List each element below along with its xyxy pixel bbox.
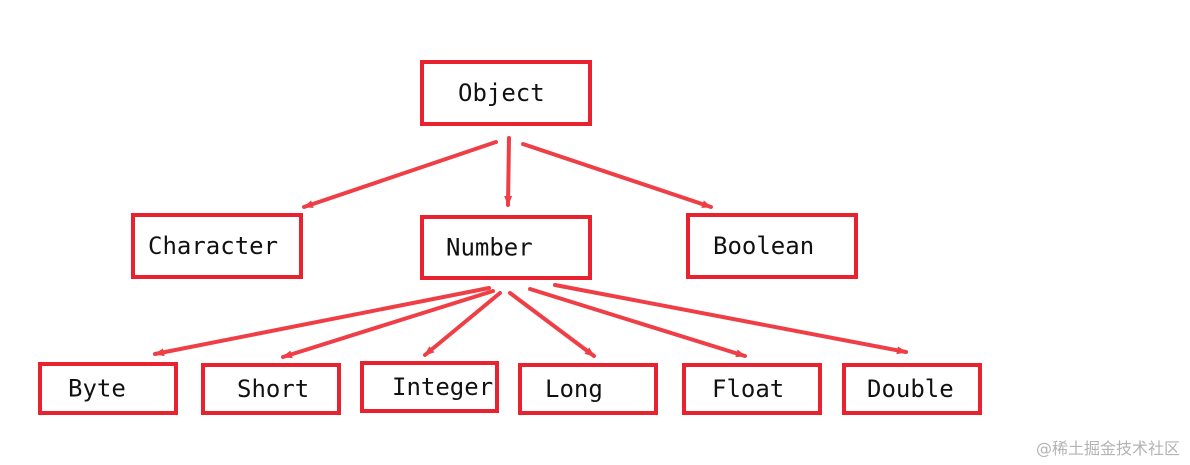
node-byte: Byte <box>38 362 178 415</box>
edge-number-to-byte <box>153 286 491 357</box>
node-float-label: Float <box>712 375 784 403</box>
node-double-label: Double <box>867 375 954 403</box>
edge-number-to-short <box>281 289 495 359</box>
node-number: Number <box>420 215 592 280</box>
node-byte-box <box>38 362 178 415</box>
node-float: Float <box>682 363 822 415</box>
watermark-text: @稀土掘金技术社区 <box>1035 439 1180 458</box>
node-short: Short <box>201 363 341 415</box>
edge-number-to-integer <box>423 291 502 357</box>
edge-number-to-long <box>508 291 596 358</box>
edge-object-to-boolean <box>521 142 713 209</box>
node-object-box <box>420 60 592 126</box>
node-integer-box <box>360 361 499 413</box>
node-boolean-label: Boolean <box>713 232 814 260</box>
node-double: Double <box>842 363 982 415</box>
node-integer-label: Integer <box>392 373 493 401</box>
node-integer: Integer <box>360 361 499 413</box>
node-number-label: Number <box>446 234 533 262</box>
node-object-label: Object <box>458 79 545 107</box>
edge-object-to-character <box>302 140 498 209</box>
edge-number-to-float <box>528 287 747 358</box>
node-byte-label: Byte <box>68 375 126 403</box>
edges-layer <box>153 136 908 359</box>
node-double-box <box>842 363 982 415</box>
node-character-label: Character <box>148 232 278 260</box>
edge-number-to-double <box>553 283 908 355</box>
node-number-box <box>420 215 592 280</box>
node-boolean: Boolean <box>686 213 858 279</box>
node-object: Object <box>420 60 592 126</box>
node-long-label: Long <box>545 375 603 403</box>
node-float-box <box>682 363 822 415</box>
edge-object-to-number <box>504 136 513 207</box>
node-boolean-box <box>686 213 858 279</box>
node-short-label: Short <box>237 375 309 403</box>
node-short-box <box>201 363 341 415</box>
node-character-box <box>131 213 303 279</box>
node-long: Long <box>518 363 658 415</box>
node-long-box <box>518 363 658 415</box>
node-character: Character <box>131 213 303 279</box>
